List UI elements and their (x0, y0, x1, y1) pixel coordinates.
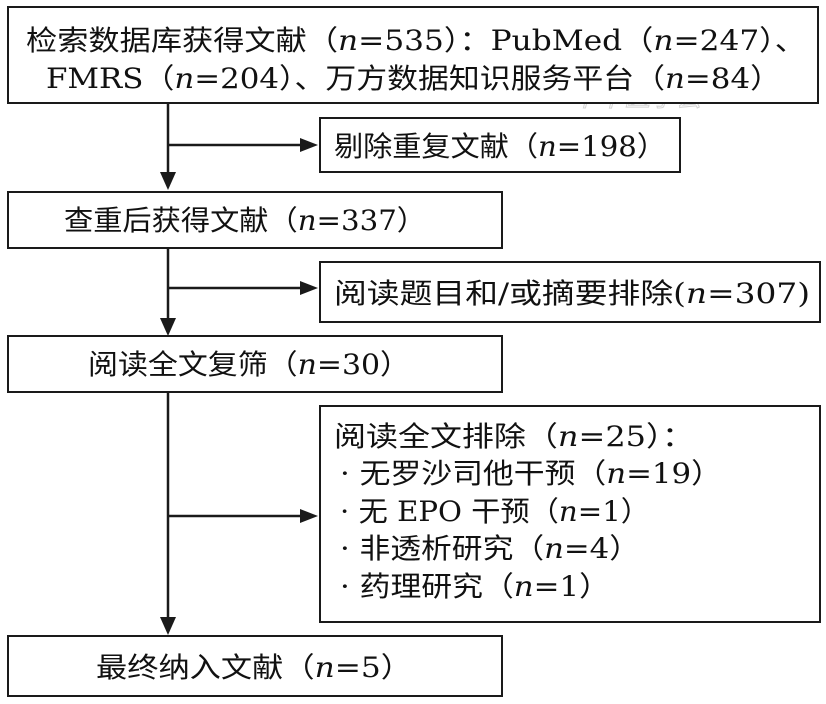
exclude-fulltext-header: 阅读全文排除（n=25）： (334, 420, 694, 453)
exclude-reason-non-dialysis: · 非透析研究（n=4） (340, 532, 640, 565)
after-dedup-text: 查重后获得文献（n=337） (64, 204, 426, 237)
box-fulltext-screen: 阅读全文复筛（n=30） (7, 335, 503, 393)
box-exclude-title-abstract: 阅读题目和/或摘要排除(n=307) (319, 261, 821, 323)
box-exclude-duplicates: 剔除重复文献（n=198） (319, 117, 681, 173)
box-fulltext-screen-frame (7, 335, 503, 393)
final-included-text: 最终纳入文献（n=5） (96, 651, 412, 684)
database-search-line2: FMRS（n=204）、万方数据知识服务平台（n=84） (46, 62, 781, 95)
database-search-line1: 检索数据库获得文献（n=535）：PubMed（n=247）、 (26, 24, 806, 57)
arrowhead-excl1 (300, 138, 318, 152)
arrowhead-step3 (160, 318, 176, 336)
arrowhead-step4 (160, 617, 176, 635)
exclude-reason-no-roxadustat: · 无罗沙司他干预（n=19） (340, 457, 722, 490)
arrowhead-excl3 (300, 509, 318, 523)
box-database-search: 检索数据库获得文献（n=535）：PubMed（n=247）、 FMRS（n=2… (7, 6, 819, 104)
exclude-reason-no-epo: · 无 EPO 干预（n=1） (340, 495, 650, 528)
exclude-duplicates-text: 剔除重复文献（n=198） (334, 130, 666, 163)
exclude-title-abstract-text: 阅读题目和/或摘要排除(n=307) (334, 277, 810, 310)
box-exclude-duplicates-frame (319, 117, 681, 173)
box-after-dedup: 查重后获得文献（n=337） (7, 191, 503, 249)
box-final-included: 最终纳入文献（n=5） (7, 635, 503, 697)
box-after-dedup-frame (7, 191, 503, 249)
box-exclude-fulltext: 阅读全文排除（n=25）： · 无罗沙司他干预（n=19） · 无 EPO 干预… (319, 405, 821, 623)
fulltext-screen-text: 阅读全文复筛（n=30） (88, 348, 410, 381)
box-exclude-fulltext-frame (319, 405, 821, 623)
box-exclude-title-abstract-frame (319, 261, 821, 323)
exclude-reason-pharmacology: · 药理研究（n=1） (340, 570, 610, 603)
arrowhead-step2 (160, 172, 176, 190)
arrowhead-excl2 (300, 281, 318, 295)
box-database-search-frame (7, 6, 819, 104)
box-final-included-frame (7, 635, 503, 697)
